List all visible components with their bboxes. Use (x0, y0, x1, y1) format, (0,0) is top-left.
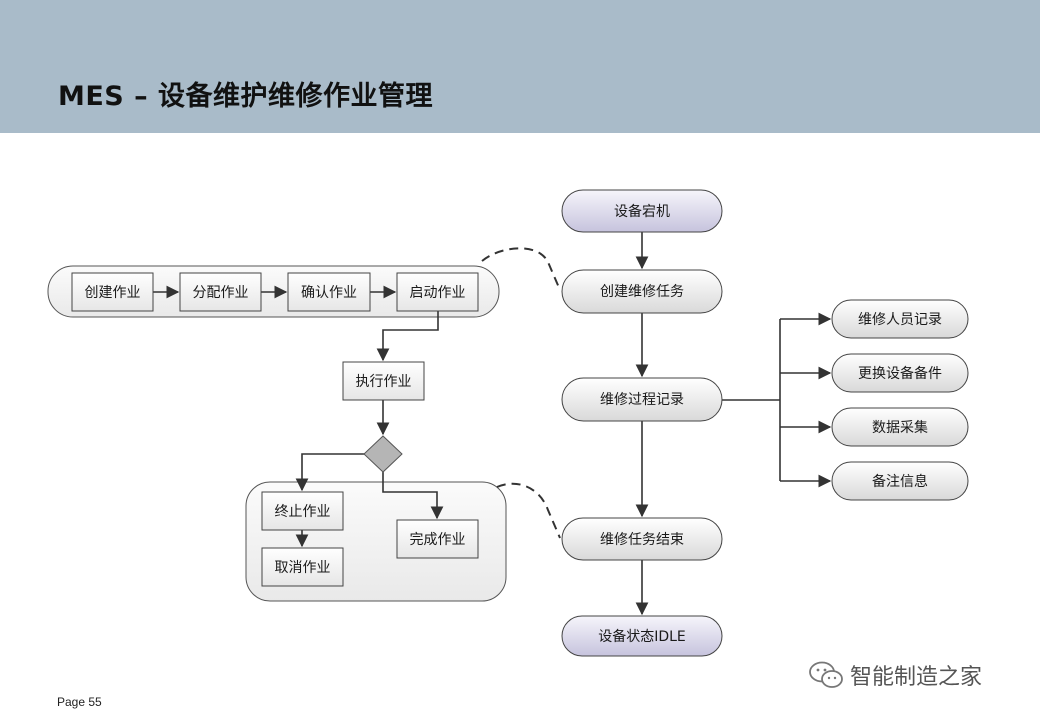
node-replace-spare-parts: 更换设备备件 (831, 353, 969, 393)
watermark: 智能制造之家 (808, 657, 982, 693)
node-assign-job: 分配作业 (179, 272, 262, 312)
node-remarks: 备注信息 (831, 461, 969, 501)
svg-text:维修任务结束: 维修任务结束 (600, 532, 684, 548)
node-terminate-job: 终止作业 (261, 491, 344, 531)
node-equipment-idle: 设备状态IDLE (561, 615, 723, 657)
svg-text:分配作业: 分配作业 (193, 285, 249, 301)
node-repair-task-end: 维修任务结束 (561, 517, 723, 561)
edge-decision-terminate (295, 453, 365, 492)
page-title: MES – 设备维护维修作业管理 (58, 81, 434, 112)
svg-text:设备状态IDLE: 设备状态IDLE (598, 628, 686, 645)
svg-text:维修过程记录: 维修过程记录 (600, 392, 684, 408)
node-confirm-job: 确认作业 (287, 272, 371, 312)
node-cancel-job: 取消作业 (261, 547, 344, 587)
svg-text:更换设备备件: 更换设备备件 (858, 365, 942, 382)
node-repair-staff-record: 维修人员记录 (831, 299, 969, 339)
svg-text:完成作业: 完成作业 (410, 532, 466, 548)
wechat-icon (809, 661, 843, 688)
node-equipment-down: 设备宕机 (561, 189, 723, 233)
node-complete-job: 完成作业 (396, 519, 479, 559)
svg-text:维修人员记录: 维修人员记录 (858, 312, 942, 328)
page-number: Page 55 (57, 695, 102, 709)
edge-decision-complete (382, 472, 444, 520)
node-create-repair-task: 创建维修任务 (561, 269, 723, 314)
svg-text:设备宕机: 设备宕机 (614, 203, 670, 220)
svg-text:确认作业: 确认作业 (301, 285, 357, 301)
svg-text:启动作业: 启动作业 (410, 285, 466, 301)
dashed-link-start (481, 247, 561, 291)
decision-diamond (363, 435, 403, 473)
svg-text:创建维修任务: 创建维修任务 (600, 284, 684, 300)
node-repair-process-record: 维修过程记录 (561, 377, 723, 422)
node-execute-job: 执行作业 (342, 361, 425, 401)
edge-start-execute (376, 311, 439, 362)
svg-text:取消作业: 取消作业 (275, 560, 331, 576)
svg-text:执行作业: 执行作业 (356, 374, 412, 390)
node-create-job: 创建作业 (71, 272, 154, 312)
svg-text:终止作业: 终止作业 (275, 504, 331, 520)
node-start-job: 启动作业 (396, 272, 479, 312)
svg-text:创建作业: 创建作业 (85, 285, 141, 301)
dashed-link-end (496, 482, 561, 539)
watermark-text: 智能制造之家 (850, 665, 983, 690)
node-data-collection: 数据采集 (831, 407, 969, 447)
svg-text:数据采集: 数据采集 (872, 419, 928, 436)
header-banner (0, 0, 1040, 133)
svg-text:备注信息: 备注信息 (872, 473, 928, 490)
